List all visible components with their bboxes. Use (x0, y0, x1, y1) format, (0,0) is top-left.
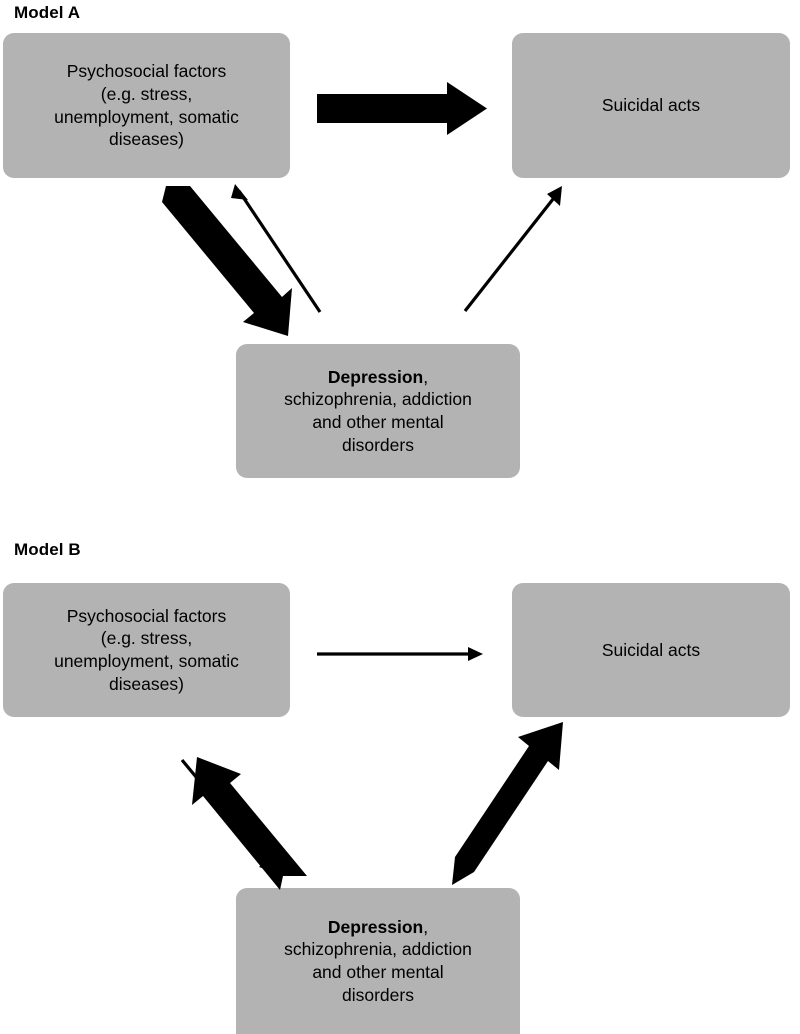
model-a-suicidal-acts-label: Suicidal acts (601, 95, 701, 116)
model-b-depression-node: Depression, schizophrenia, addiction and… (236, 888, 520, 1034)
model-b-arrow-psychosocial-to-depression-icon (180, 758, 277, 873)
model-b-arrow-depression-to-psychosocial-icon (192, 757, 307, 890)
model-a-arrow-psychosocial-to-suicidal-icon (317, 82, 487, 135)
model-b-title: Model B (14, 540, 81, 559)
model-a-depression-node: Depression, schizophrenia, addiction and… (236, 344, 520, 478)
model-a-arrow-depression-to-suicidal-icon (463, 186, 562, 312)
model-a-arrow-psychosocial-to-depression-icon (162, 186, 292, 336)
model-b-suicidal-acts-node: Suicidal acts (512, 583, 790, 717)
model-a-psychosocial-factors-label: Psychosocial factors (e.g. stress, unemp… (54, 61, 239, 150)
model-b-psychosocial-factors-node: Psychosocial factors (e.g. stress, unemp… (3, 583, 290, 717)
model-a-depression-label-rest: , schizophrenia, addiction and other men… (284, 366, 472, 455)
model-b-depression-label-rest: , schizophrenia, addiction and other men… (284, 916, 472, 1005)
model-a-title: Model A (14, 3, 81, 22)
model-a-arrow-depression-to-psychosocial-icon (231, 184, 322, 313)
model-a-depression-label: Depression, schizophrenia, addiction and… (244, 366, 512, 457)
model-b-psychosocial-factors-label: Psychosocial factors (e.g. stress, unemp… (54, 605, 239, 694)
model-a-depression-label-bold: Depression (327, 366, 424, 387)
model-a-psychosocial-factors-node: Psychosocial factors (e.g. stress, unemp… (3, 33, 290, 178)
model-b-arrow-psychosocial-to-suicidal-icon (317, 647, 483, 661)
model-b-suicidal-acts-label: Suicidal acts (601, 639, 701, 660)
model-a-suicidal-acts-node: Suicidal acts (512, 33, 790, 178)
model-b-depression-label-bold: Depression (327, 916, 424, 937)
model-b-depression-label: Depression, schizophrenia, addiction and… (244, 916, 512, 1007)
model-b-arrow-depression-to-suicidal-icon (452, 722, 563, 885)
